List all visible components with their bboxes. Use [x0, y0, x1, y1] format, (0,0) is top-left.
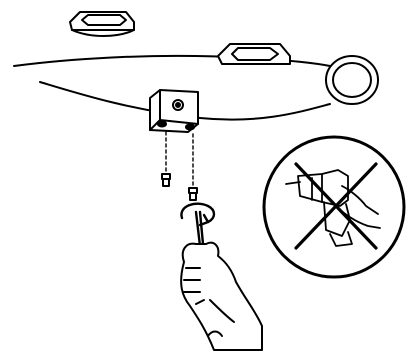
screw-icon [189, 188, 197, 200]
no-power-drill-icon [264, 137, 404, 277]
bracket-icon [150, 90, 198, 132]
mounting-pad-icon [218, 44, 290, 64]
screw-icon [162, 174, 170, 186]
hand-icon [181, 243, 262, 350]
mounting-pad-icon [70, 12, 134, 36]
